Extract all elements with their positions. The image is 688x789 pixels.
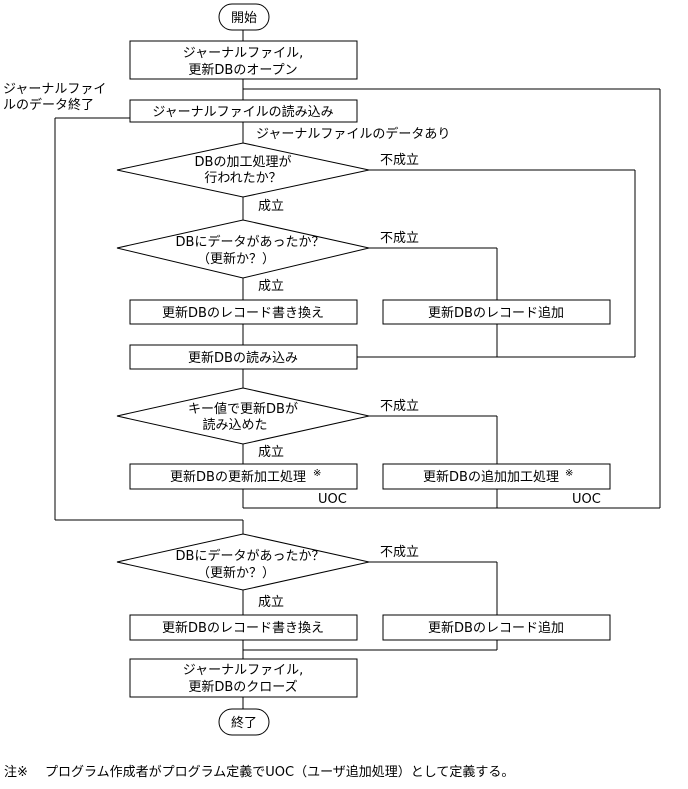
update-proc-label: 更新DBの更新加工処理 [170, 469, 306, 485]
fail-label-2: 不成立 [380, 231, 419, 246]
success-label-1: 成立 [258, 199, 284, 214]
connectors [54, 30, 661, 709]
decision-key-read-label-1: キー値で更新DBが [188, 401, 298, 417]
open-label-2: 更新DBのオープン [188, 62, 297, 78]
decision-data-exists-label-2: （更新か？） [197, 251, 275, 267]
rewrite-process: 更新DBのレコード書き換え [129, 299, 358, 325]
start-label: 開始 [231, 11, 257, 26]
note-mark-2: ※ [565, 468, 573, 479]
add-final-process: 更新DBのレコード追加 [382, 614, 611, 641]
read-journal-label: ジャーナルファイルの読み込み [152, 104, 333, 120]
decision-data-exists-label-1: DBにデータがあったか？ [176, 234, 325, 250]
open-label-1: ジャーナルファイル, [183, 46, 303, 61]
fail-label-1: 不成立 [380, 153, 419, 168]
uoc-label-1: UOC [318, 492, 347, 507]
decision-processed: DBの加工処理が 行われたか？ [116, 142, 370, 198]
add-final-label: 更新DBのレコード追加 [428, 620, 564, 636]
decision-data-exists-final: DBにデータがあったか？ （更新か？） [116, 533, 370, 591]
rewrite-label: 更新DBのレコード書き換え [162, 305, 324, 321]
journal-end-label-2: ルのデータ終了 [3, 97, 94, 113]
end-label: 終了 [231, 715, 257, 731]
decision-data-exists-final-label-1: DBにデータがあったか？ [176, 548, 325, 564]
decision-processed-label-2: 行われたか？ [204, 171, 281, 186]
decision-key-read-label-2: 読み込めた [202, 417, 267, 433]
decision-data-exists-final-label-2: （更新か？） [197, 565, 275, 581]
footnote: 注※ プログラム作成者がプログラム定義でUOC（ユーザ追加処理）として定義する。 [4, 764, 514, 780]
uoc-label-2: UOC [572, 492, 601, 507]
close-label-2: 更新DBのクローズ [188, 679, 297, 695]
fail-label-4: 不成立 [380, 545, 419, 560]
start-terminal: 開始 [218, 3, 270, 31]
fail-label-3: 不成立 [380, 399, 419, 414]
read-db-process: 更新DBの読み込み [129, 344, 358, 370]
decision-key-read: キー値で更新DBが 読み込めた [116, 387, 370, 445]
decision-processed-label-1: DBの加工処理が [195, 155, 292, 170]
add-process: 更新DBのレコード追加 [382, 299, 611, 325]
end-terminal: 終了 [218, 708, 270, 736]
journal-data-label: ジャーナルファイルのデータあり [256, 126, 450, 142]
rewrite-final-process: 更新DBのレコード書き換え [129, 614, 358, 641]
success-label-2: 成立 [258, 279, 284, 294]
note-mark-1: ※ [313, 468, 321, 479]
journal-end-label-1: ジャーナルファイ [3, 82, 106, 97]
decision-data-exists: DBにデータがあったか？ （更新か？） [116, 219, 370, 279]
add-proc-process: 更新DBの追加加工処理 ※ [382, 463, 611, 490]
update-proc-process: 更新DBの更新加工処理 ※ [129, 463, 358, 490]
close-process: ジャーナルファイル, 更新DBのクローズ [129, 658, 358, 698]
add-proc-label: 更新DBの追加加工処理 [423, 469, 559, 485]
success-label-4: 成立 [258, 595, 284, 610]
add-label: 更新DBのレコード追加 [428, 305, 564, 321]
success-label-3: 成立 [258, 445, 284, 460]
read-journal-process: ジャーナルファイルの読み込み [129, 99, 358, 123]
read-db-label: 更新DBの読み込み [188, 350, 298, 366]
close-label-1: ジャーナルファイル, [183, 663, 303, 678]
rewrite-final-label: 更新DBのレコード書き換え [162, 620, 324, 636]
open-process: ジャーナルファイル, 更新DBのオープン [129, 40, 358, 80]
